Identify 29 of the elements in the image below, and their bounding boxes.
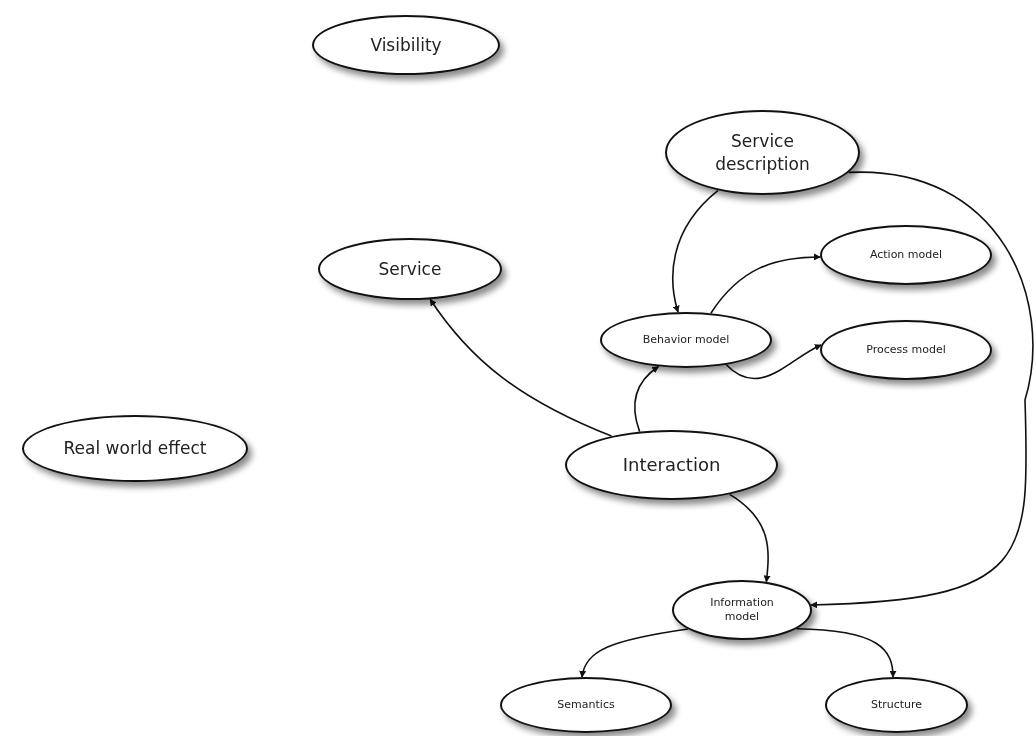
node-label: Service description	[714, 130, 811, 175]
ellipse-node	[500, 677, 672, 733]
node-label: Information model	[709, 595, 775, 625]
arrow	[728, 493, 771, 583]
ellipse-node	[565, 430, 778, 500]
node-label: Process model	[866, 342, 946, 358]
node-label: Structure	[870, 697, 923, 713]
ellipse-node	[22, 415, 248, 482]
arrow	[672, 189, 719, 313]
arrow	[710, 253, 821, 314]
arrow	[634, 365, 660, 433]
ellipse-node	[318, 238, 502, 300]
arrow	[810, 171, 1034, 609]
ellipse-node	[820, 320, 992, 380]
ellipse-node	[820, 225, 992, 285]
arrow	[579, 628, 689, 678]
ellipse-node	[312, 15, 500, 75]
node-label: Visibility	[370, 33, 442, 57]
node-label: Action model	[869, 247, 943, 263]
arrow	[429, 298, 613, 437]
ellipse-node	[672, 580, 812, 640]
node-label: Service	[378, 257, 442, 281]
arrow	[795, 628, 897, 678]
node-label: Semantics	[557, 697, 615, 713]
node-label: Real world effect	[63, 437, 207, 460]
node-label: Interaction	[622, 453, 721, 477]
ellipse-node	[600, 312, 772, 368]
ellipse-node	[825, 677, 968, 733]
node-label: Behavior model	[642, 332, 730, 348]
